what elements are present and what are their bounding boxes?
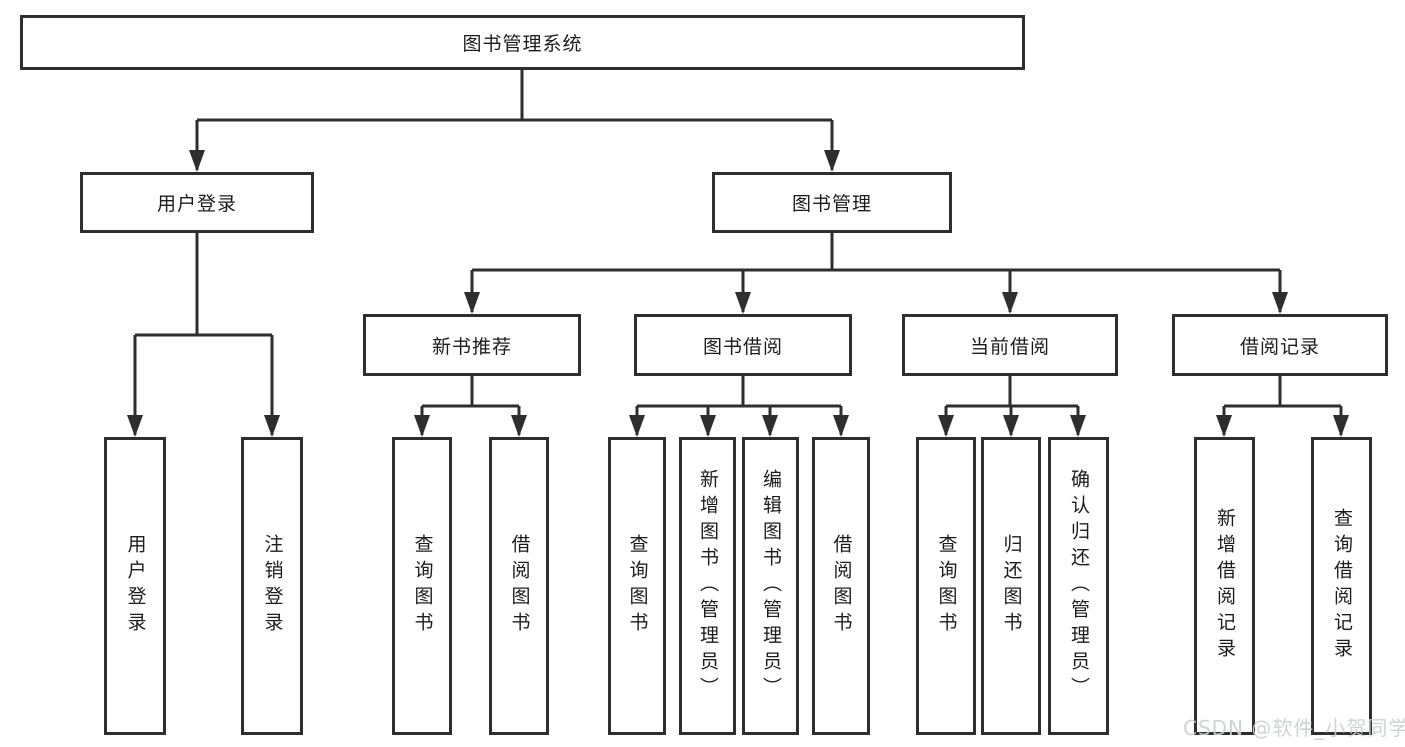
node-user-login: 用户登录 [80, 172, 314, 233]
node-label: 确认归还（管理员） [1068, 469, 1090, 703]
node-label: 查询图书 [411, 534, 434, 638]
leaf-query-books-current: 查询图书 [916, 437, 976, 735]
node-label: 新增借阅记录 [1214, 508, 1236, 664]
node-current-borrowing: 当前借阅 [902, 314, 1118, 376]
node-label: 查询图书 [626, 534, 649, 638]
node-label: 图书借阅 [702, 335, 783, 358]
node-label: 注销登录 [261, 534, 284, 638]
node-label: 借阅图书 [508, 534, 531, 638]
leaf-confirm-return-admin: 确认归还（管理员） [1048, 437, 1109, 735]
leaf-return-book: 归还图书 [981, 437, 1041, 735]
leaf-query-books-recommend: 查询图书 [392, 437, 452, 735]
node-label: 归还图书 [1000, 534, 1023, 638]
leaf-user-login: 用户登录 [104, 437, 166, 735]
leaf-add-book-admin: 新增图书（管理员） [679, 437, 736, 735]
node-label: 用户登录 [124, 534, 147, 638]
node-borrowing-records: 借阅记录 [1172, 314, 1388, 376]
node-label: 新书推荐 [431, 335, 512, 358]
leaf-borrow-books-borrowing: 借阅图书 [812, 437, 870, 735]
leaf-edit-book-admin: 编辑图书（管理员） [742, 437, 799, 735]
node-label: 借阅图书 [830, 534, 853, 638]
leaf-query-books-borrowing: 查询图书 [608, 437, 666, 735]
watermark-csdn: CSDN @软件_小贺同学 [1183, 716, 1405, 740]
leaf-add-borrow-record: 新增借阅记录 [1194, 437, 1255, 735]
node-label: 查询图书 [935, 534, 958, 638]
leaf-logout: 注销登录 [241, 437, 303, 735]
node-label: 图书管理 [791, 193, 872, 215]
node-new-book-recommend: 新书推荐 [363, 314, 581, 376]
node-label: 借阅记录 [1239, 335, 1320, 358]
node-label: 图书管理系统 [462, 33, 583, 55]
leaf-query-borrow-record: 查询借阅记录 [1311, 437, 1372, 735]
node-label: 查询借阅记录 [1331, 508, 1353, 664]
node-label: 用户登录 [156, 193, 237, 215]
node-label: 新增图书（管理员） [697, 469, 719, 703]
node-label: 编辑图书（管理员） [760, 469, 782, 703]
node-label: 当前借阅 [969, 335, 1050, 358]
node-book-management: 图书管理 [712, 172, 952, 233]
node-book-borrowing: 图书借阅 [634, 314, 852, 376]
node-library-management-system: 图书管理系统 [20, 15, 1025, 70]
leaf-borrow-books-recommend: 借阅图书 [489, 437, 549, 735]
